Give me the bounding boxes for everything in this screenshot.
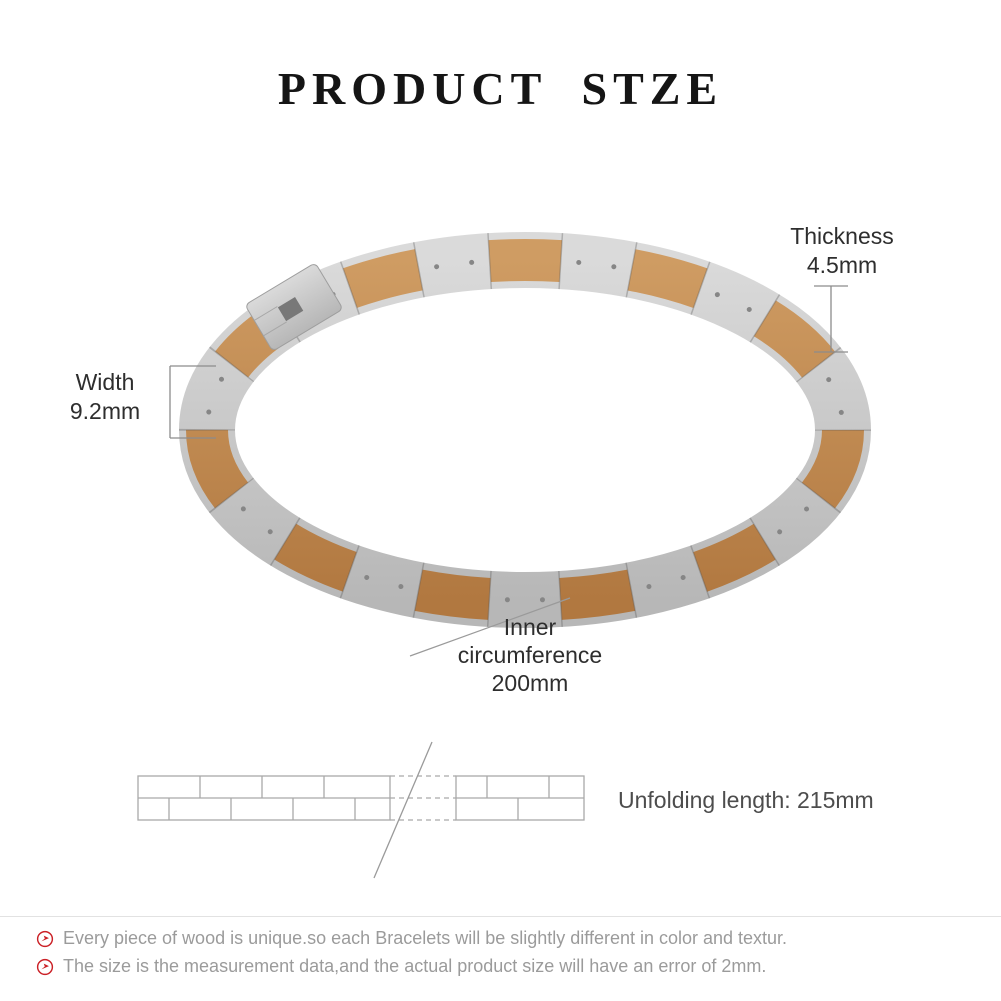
thickness-label: Thickness [790,223,894,249]
footer-divider [0,916,1001,917]
width-annotation: Width 9.2mm [30,368,180,426]
bracelet-link-separators [179,232,871,628]
inner-circumference-leader-line [409,597,571,657]
width-value: 9.2mm [69,398,141,424]
note-row: The size is the measurement data,and the… [36,956,766,977]
note-row: Every piece of wood is unique.so each Br… [36,928,787,949]
thickness-value: 4.5mm [806,252,878,278]
width-label: Width [75,369,135,395]
page-title: PRODUCT STZE [277,63,724,114]
inner-circumference-value: 200mm [491,670,569,696]
note-arrow-icon [36,930,54,947]
inner-circumference-label-2: circumference [457,642,603,668]
unfolding-length-label: Unfolding length: 215mm [618,787,874,813]
note-arrow-icon [36,958,54,975]
note-text: Every piece of wood is unique.so each Br… [63,928,788,948]
inner-circumference-annotation: Inner circumference 200mm [395,613,665,697]
width-bracket [169,365,216,439]
thickness-annotation: Thickness 4.5mm [752,222,932,280]
bracelet-wood-links [186,239,864,621]
unfolded-band-diagram [137,741,585,879]
thickness-bracket [814,285,848,353]
bracelet-clasp [246,264,342,350]
inner-circumference-label-1: Inner [503,614,557,640]
note-text: The size is the measurement data,and the… [63,956,767,976]
